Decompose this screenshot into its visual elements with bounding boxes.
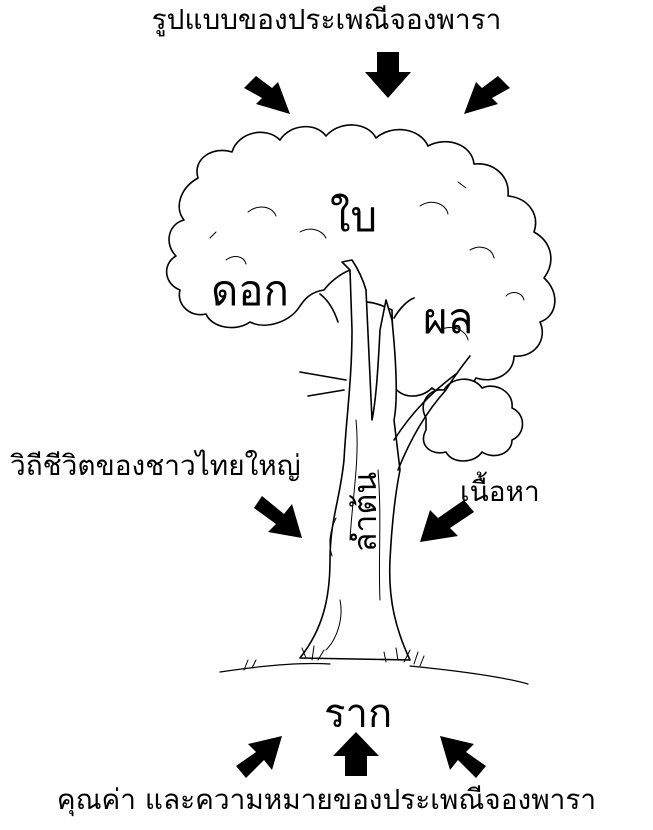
arrow-icon <box>464 76 510 114</box>
tree-icon <box>165 124 556 685</box>
tree-crown <box>165 124 556 397</box>
trunk-label: ลำต้น <box>346 471 384 553</box>
tree-trunk <box>299 259 411 661</box>
arrow-icon <box>420 500 474 542</box>
fruit-label: ผล <box>423 294 474 343</box>
middle-left-caption: วิถีชีวิตของชาวไทยใหญ่ <box>10 449 301 482</box>
branch-right <box>393 355 471 471</box>
branch-left <box>299 371 347 397</box>
crown-texture <box>209 181 525 341</box>
arrow-icon <box>254 496 302 538</box>
arrow-icon <box>365 52 411 98</box>
middle-right-caption: เนื้อหา <box>460 475 540 508</box>
branch-foliage <box>422 378 524 462</box>
bark-lines <box>325 419 381 651</box>
ground-line <box>219 662 529 685</box>
root-label: ราก <box>324 691 393 737</box>
arrows <box>236 52 510 778</box>
flower-label: ดอก <box>211 266 289 315</box>
arrow-icon <box>333 732 379 776</box>
bottom-caption: คุณค่า และความหมายของประเพณีจองพารา <box>56 783 597 816</box>
arrow-icon <box>440 736 486 778</box>
top-caption: รูปแบบของประเพณีจองพารา <box>151 3 502 36</box>
arrow-icon <box>236 736 282 778</box>
arrow-icon <box>244 76 290 114</box>
branch-center <box>319 293 415 323</box>
leaf-label: ใบ <box>330 192 378 241</box>
ground-grass <box>243 645 425 671</box>
